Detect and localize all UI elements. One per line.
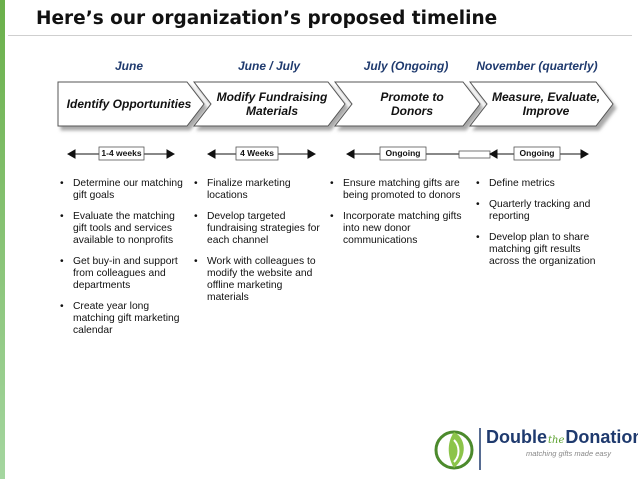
timeline-graphic [57,81,614,161]
double-the-donation-logo [434,428,481,470]
bullet-item: Finalize marketing locations [194,178,326,202]
phase-timing-4: November (quarterly) [476,59,598,73]
phase-name-2: Modify Fundraising Materials [216,90,328,118]
phase-name-1: Identify Opportunities [66,97,192,111]
phase-bullets-1: Determine our matching gift goals Evalua… [60,178,186,346]
bullet-item: Evaluate the matching gift tools and ser… [60,211,186,247]
bullet-item: Ensure matching gifts are being promoted… [330,178,469,202]
chevron-4 [468,81,614,127]
logo-tagline: matching gifts made easy [526,449,612,458]
bullet-item: Work with colleagues to modify the websi… [194,256,326,304]
phase-name-4: Measure, Evaluate, Improve [491,90,601,118]
phase-bullets-2: Finalize marketing locations Develop tar… [194,178,326,313]
bullet-item: Incorporate matching gifts into new dono… [330,211,469,247]
logo-word-double: Double [486,427,547,447]
bullet-item: Define metrics [476,178,606,190]
bullet-item: Determine our matching gift goals [60,178,186,202]
logo-wordmark: DoubletheDonation [486,427,638,448]
phase-timing-1: June [114,59,143,73]
chevron-1 [57,81,205,127]
title-divider [8,35,632,36]
leaf-icon [434,430,474,470]
bullet-item: Get buy-in and support from colleagues a… [60,256,186,292]
logo-word-the: the [548,435,565,446]
phase-duration-4: Ongoing [519,148,555,158]
logo-word-donation: Donation [565,427,638,447]
accent-sidebar [0,0,5,479]
bullet-item: Develop plan to share matching gift resu… [476,232,606,268]
page-title: Here’s our organization’s proposed timel… [36,8,498,29]
phase-duration-1: 1-4 weeks [101,148,142,158]
phase-bullets-3: Ensure matching gifts are being promoted… [330,178,469,256]
phase-duration-2: 4 Weeks [240,148,274,158]
phase-bullets-4: Define metrics Quarterly tracking and re… [476,178,606,277]
chevron-2 [192,81,346,127]
bullet-item: Quarterly tracking and reporting [476,199,606,223]
phase-timing-2: June / July [237,59,301,73]
phase-name-3: Promote to Donors [380,90,444,118]
phase-duration-3: Ongoing [385,148,421,158]
phase-timing-3: July (Ongoing) [363,59,449,73]
chevron-3 [333,81,481,127]
bullet-item: Develop targeted fundraising strategies … [194,211,326,247]
bullet-item: Create year long matching gift marketing… [60,301,186,337]
